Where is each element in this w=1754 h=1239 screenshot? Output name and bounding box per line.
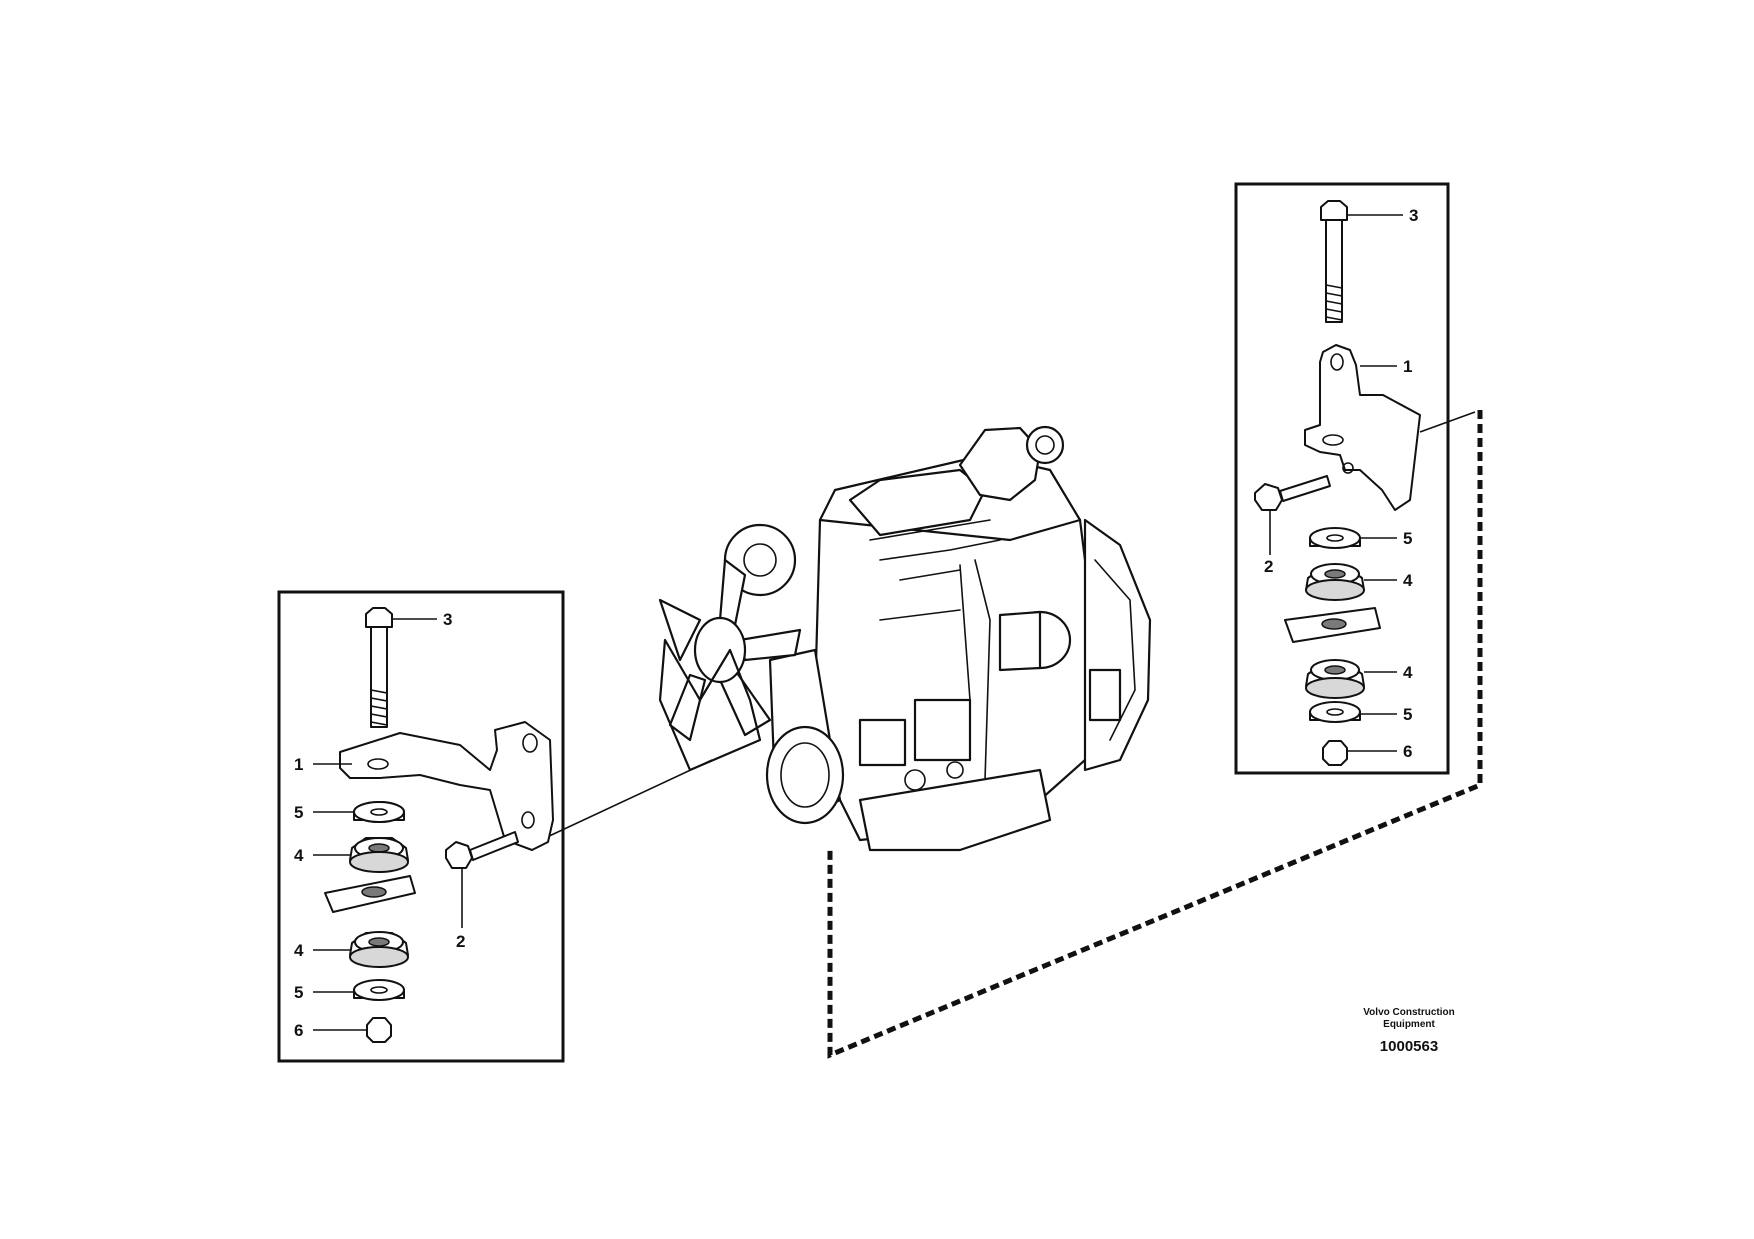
- right-callout-nut: 6: [1403, 742, 1413, 761]
- right-connector-line: [1419, 411, 1476, 433]
- engine-illustration: [658, 425, 1152, 852]
- left-callout-mount-top: 4: [294, 846, 304, 865]
- right-callout-bracket: 1: [1403, 357, 1413, 376]
- left-callout-bolt: 3: [443, 610, 453, 629]
- left-callout-nut: 6: [294, 1021, 304, 1040]
- right-callout-mount-bottom: 4: [1403, 663, 1413, 682]
- left-mount-parts: [324, 607, 554, 1043]
- left-callout-screw: 2: [456, 932, 466, 951]
- left-leader-lines: [313, 618, 463, 1031]
- right-callout-washer-top: 5: [1403, 529, 1413, 548]
- left-callout-washer-top: 5: [294, 803, 304, 822]
- left-callout-washer-bottom: 5: [294, 983, 304, 1002]
- right-mount-parts: [1254, 200, 1421, 766]
- manufacturer-name-line2: Equipment: [1383, 1019, 1435, 1030]
- left-callout-mount-bottom: 4: [294, 941, 304, 960]
- manufacturer-name-line1: Volvo Construction: [1363, 1007, 1455, 1018]
- right-callout-washer-bottom: 5: [1403, 705, 1413, 724]
- left-connector-line: [544, 759, 713, 839]
- right-callout-screw: 2: [1264, 557, 1274, 576]
- dashed-connector: [827, 410, 1483, 1059]
- drawing-number: 1000563: [1379, 1038, 1439, 1055]
- right-callout-mount-top: 4: [1403, 571, 1413, 590]
- right-leader-lines: [1269, 214, 1403, 752]
- left-callout-bracket: 1: [294, 755, 304, 774]
- right-callout-bolt: 3: [1409, 206, 1419, 225]
- right-detail-frame: [1234, 182, 1450, 775]
- left-detail-frame: [277, 590, 565, 1063]
